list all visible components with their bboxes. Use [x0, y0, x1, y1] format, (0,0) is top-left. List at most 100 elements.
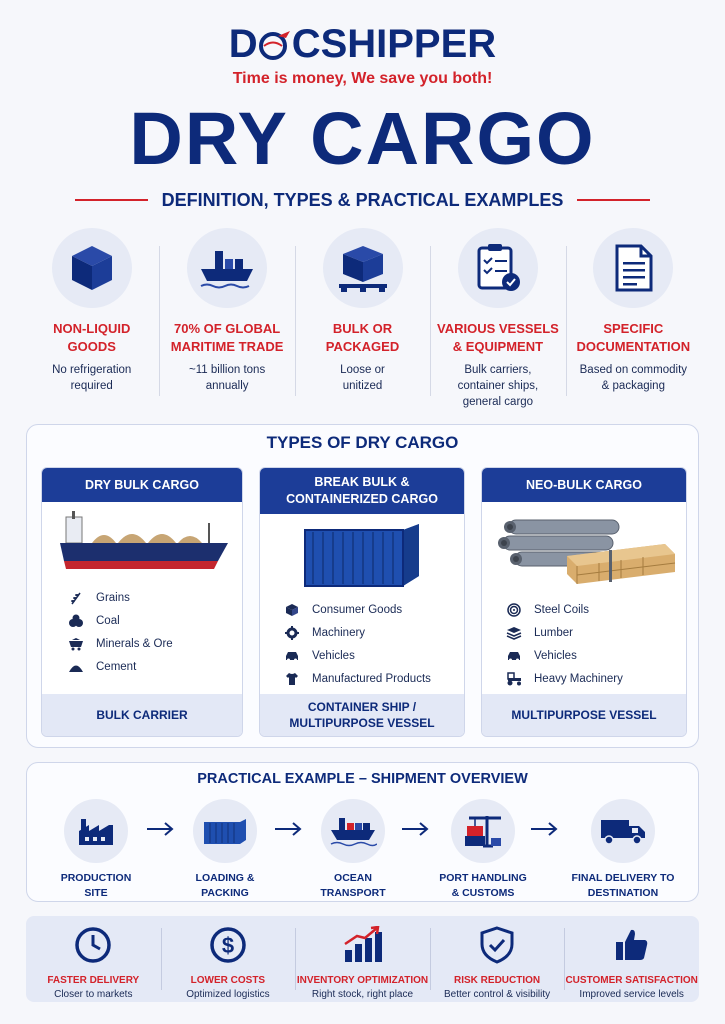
card-break-bulk: BREAK BULK & CONTAINERIZED CARGO Consumer…: [259, 467, 465, 737]
feature-desc-line1: Bulk carriers,: [464, 364, 532, 376]
arrow-right-icon: [147, 822, 174, 836]
cement-pile-icon: [66, 661, 86, 673]
item-label: Vehicles: [534, 649, 577, 662]
step-production-site: PRODUCTION SITE: [41, 797, 151, 901]
card-neo-bulk: NEO-BULK CARGO Steel Coils Lumber Vehicl…: [481, 467, 687, 737]
card-footer-text: MULTIPURPOSE VESSEL: [511, 708, 657, 722]
cargo-ship-icon: [187, 228, 268, 308]
feature-desc-line3: general cargo: [462, 396, 534, 408]
benefit-faster-delivery: FASTER DELIVERY Closer to markets: [26, 916, 161, 1002]
feature-desc-line1: ~11 billion tons: [189, 364, 266, 376]
bulk-carrier-ship-icon: [42, 502, 242, 586]
types-section: TYPES OF DRY CARGO DRY BULK CARGO Grains…: [26, 424, 699, 748]
car-icon: [504, 650, 524, 662]
subtitle-row: DEFINITION, TYPES & PRACTICAL EXAMPLES: [75, 186, 650, 214]
benefit-desc: Better control & visibility: [444, 989, 551, 1000]
benefit-title: CUSTOMER SATISFACTION: [565, 975, 698, 986]
feature-desc-line1: No refrigeration: [52, 364, 132, 376]
feature-title-line2: GOODS: [67, 339, 116, 354]
item-label: Manufactured Products: [312, 672, 431, 685]
step-label-line1: LOADING &: [195, 872, 255, 884]
benefit-desc: Closer to markets: [54, 989, 133, 1000]
item-label: Cement: [96, 660, 137, 673]
card-header-text: DRY BULK CARGO: [85, 477, 199, 492]
logo-text-start: D: [228, 22, 258, 66]
box-icon: [282, 603, 302, 617]
item-label: Consumer Goods: [312, 603, 403, 616]
card-dry-bulk: DRY BULK CARGO Grains Coal Minerals & Or…: [41, 467, 243, 737]
step-loading-packing: LOADING & PACKING: [170, 797, 280, 901]
delivery-truck-icon: [591, 799, 655, 863]
feature-desc-line2: container ships,: [457, 380, 539, 392]
arrow-right-icon: [531, 822, 558, 836]
step-label-line2: SITE: [84, 887, 108, 899]
feature-title-line2: PACKAGED: [325, 339, 400, 354]
card-header-line1: BREAK BULK &: [314, 475, 410, 489]
step-label-line2: TRANSPORT: [320, 887, 386, 899]
item-label: Machinery: [312, 626, 366, 639]
benefit-desc: Improved service levels: [579, 989, 684, 1000]
card-footer: MULTIPURPOSE VESSEL: [482, 694, 686, 736]
divider-left: [75, 199, 148, 201]
feature-vessels-equipment: VARIOUS VESSELS & EQUIPMENT Bulk carriers…: [430, 226, 565, 414]
step-label-line2: DESTINATION: [587, 887, 659, 899]
container-icon: [193, 799, 257, 863]
step-label-line1: PRODUCTION: [60, 872, 132, 884]
bar-growth-icon: [295, 925, 430, 969]
gear-icon: [282, 625, 302, 640]
thumbs-up-icon: [564, 926, 699, 969]
card-item-list: Consumer Goods Machinery Vehicles Manufa…: [260, 598, 464, 690]
benefit-title: RISK REDUCTION: [454, 975, 541, 986]
step-label-line2: PACKING: [201, 887, 249, 899]
feature-title-line2: & EQUIPMENT: [452, 339, 544, 354]
card-footer: CONTAINER SHIP /MULTIPURPOSE VESSEL: [260, 694, 464, 736]
tractor-icon: [504, 671, 524, 686]
port-crane-icon: [451, 799, 515, 863]
step-label-line1: PORT HANDLING: [439, 872, 527, 884]
card-header: BREAK BULK & CONTAINERIZED CARGO: [260, 468, 464, 514]
svg-text:$: $: [222, 933, 234, 958]
list-item: Steel Coils: [504, 598, 686, 621]
item-label: Lumber: [534, 626, 573, 639]
feature-title-line1: VARIOUS VESSELS: [437, 321, 559, 336]
list-item: Coal: [66, 609, 242, 632]
dollar-icon: $: [161, 926, 296, 969]
card-header: DRY BULK CARGO: [42, 468, 242, 502]
wheat-icon: [66, 591, 86, 605]
divider-right: [577, 199, 650, 201]
feature-desc-line2: & packaging: [601, 380, 665, 392]
feature-desc-line2: annually: [205, 380, 249, 392]
list-item: Heavy Machinery: [504, 667, 686, 690]
arrow-right-icon: [275, 822, 302, 836]
step-label-line1: OCEAN: [334, 872, 372, 884]
feature-desc-line1: Loose or: [340, 364, 385, 376]
card-header-line2: CONTAINERIZED CARGO: [286, 492, 438, 506]
list-item: Machinery: [282, 621, 464, 644]
cube-icon: [51, 228, 132, 308]
card-footer-line1: CONTAINER SHIP /: [307, 700, 417, 714]
list-item: Vehicles: [282, 644, 464, 667]
clock-icon: [26, 926, 161, 969]
card-footer-text: BULK CARRIER: [96, 708, 188, 722]
pallet-box-icon: [322, 228, 403, 308]
types-title: TYPES OF DRY CARGO: [266, 433, 459, 452]
benefit-lower-costs: $ LOWER COSTS Optimized logistics: [160, 916, 296, 1002]
shipment-title: PRACTICAL EXAMPLE – SHIPMENT OVERVIEW: [197, 771, 528, 787]
item-label: Heavy Machinery: [534, 672, 623, 685]
benefit-title: LOWER COSTS: [190, 975, 266, 986]
benefit-title: FASTER DELIVERY: [47, 975, 140, 986]
feature-title-line2: MARITIME TRADE: [170, 339, 284, 354]
card-item-list: Steel Coils Lumber Vehicles Heavy Machin…: [482, 598, 686, 690]
item-label: Steel Coils: [534, 603, 589, 616]
feature-desc-line1: Based on commodity: [579, 364, 688, 376]
list-item: Grains: [66, 586, 242, 609]
arrow-right-icon: [402, 822, 429, 836]
shield-check-icon: [430, 926, 565, 969]
globe-plane-icon: [258, 22, 292, 66]
list-item: Minerals & Ore: [66, 632, 242, 655]
